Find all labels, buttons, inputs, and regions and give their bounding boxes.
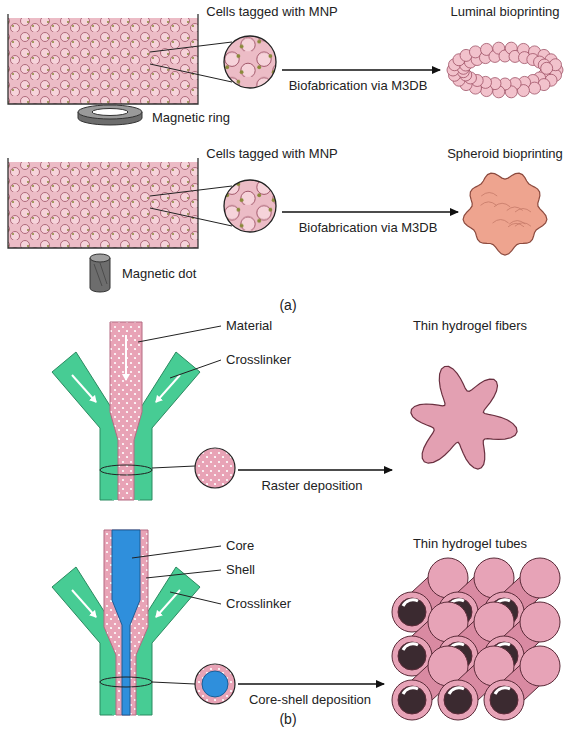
result-label: Thin hydrogel fibers xyxy=(411,318,529,333)
tube-cross-section xyxy=(195,664,235,704)
result-label: Spheroid bioprinting xyxy=(445,146,565,161)
leader-line xyxy=(170,360,221,378)
panel-label: (b) xyxy=(277,712,298,727)
magnify-line xyxy=(152,466,195,468)
process-label: Core-shell deposition xyxy=(247,692,373,707)
magnify-line xyxy=(150,208,232,226)
process-arrow xyxy=(282,69,440,70)
magnify-line xyxy=(150,42,232,52)
culture-well xyxy=(8,158,198,248)
process-label: Biofabrication via M3DB xyxy=(297,220,440,235)
panel-label: (a) xyxy=(277,298,298,313)
part-label: Crosslinker xyxy=(224,596,293,611)
part-label: Cells tagged with MNP xyxy=(204,4,340,19)
process-arrow xyxy=(238,469,392,470)
fiber-cross-section xyxy=(195,448,235,488)
culture-well xyxy=(8,14,198,104)
magnified-cells xyxy=(224,180,276,232)
magnify-line xyxy=(150,186,232,196)
raster-nozzle xyxy=(52,322,200,500)
leader-line xyxy=(132,546,221,558)
leader-line xyxy=(138,326,221,342)
part-label: Magnetic ring xyxy=(150,110,232,125)
coaxial-nozzle xyxy=(52,530,200,715)
magnetic-dot xyxy=(90,254,110,292)
luminal-construct xyxy=(447,42,563,98)
part-label: Magnetic dot xyxy=(120,266,198,281)
process-label: Biofabrication via M3DB xyxy=(287,78,430,93)
spheroid xyxy=(463,173,547,255)
magnify-line xyxy=(152,682,195,684)
magnetic-ring xyxy=(78,105,142,125)
hydrogel-tube-construct xyxy=(392,558,560,720)
magnified-cells xyxy=(224,36,276,88)
part-label: Cells tagged with MNP xyxy=(204,146,340,161)
leader-line xyxy=(170,592,221,604)
result-label: Thin hydrogel tubes xyxy=(411,536,529,551)
part-label: Core xyxy=(224,538,256,553)
magnify-line xyxy=(150,64,232,82)
process-label: Raster deposition xyxy=(259,478,364,493)
process-arrow xyxy=(238,683,384,684)
process-arrow xyxy=(282,211,458,212)
part-label: Shell xyxy=(224,562,257,577)
part-label: Material xyxy=(224,318,274,333)
leader-line xyxy=(146,570,221,578)
result-label: Luminal bioprinting xyxy=(448,4,561,19)
hydrogel-fiber-construct xyxy=(411,366,517,469)
part-label: Crosslinker xyxy=(224,352,293,367)
